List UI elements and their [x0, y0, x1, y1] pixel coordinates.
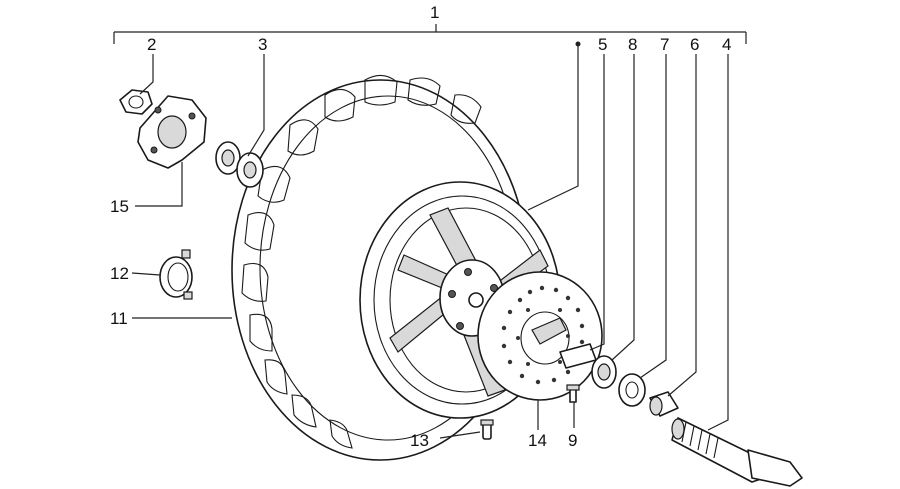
disc-bolt	[566, 384, 580, 403]
group-bracket	[113, 24, 747, 44]
callout-15: 15	[110, 197, 129, 216]
callout-5: 5	[598, 35, 607, 54]
callout-7: 7	[660, 35, 669, 54]
callout-2: 2	[147, 35, 156, 54]
callout-11: 11	[110, 309, 128, 328]
callout-6: 6	[690, 35, 699, 54]
callout-14: 14	[528, 431, 547, 450]
spacer	[618, 373, 646, 407]
clamp-band	[159, 249, 193, 300]
brake-disc	[477, 271, 603, 401]
callout-3: 3	[258, 35, 267, 54]
bearing-right	[236, 152, 264, 188]
leader-lines	[131, 41, 729, 439]
callout-8: 8	[628, 35, 637, 54]
bearing-right-side	[591, 355, 617, 389]
nut	[119, 89, 153, 115]
callout-13: 13	[410, 431, 429, 450]
hub-flange	[137, 95, 207, 169]
valve	[480, 419, 494, 440]
callout-12: 12	[110, 264, 129, 283]
axle	[671, 417, 803, 487]
callout-4: 4	[722, 35, 731, 54]
bushing	[649, 391, 679, 417]
callout-1: 1	[430, 3, 439, 22]
callout-9: 9	[568, 431, 577, 450]
callouts: 1 2 3 4 5 6 7 8 9 11 12 13 14 15	[110, 3, 731, 450]
